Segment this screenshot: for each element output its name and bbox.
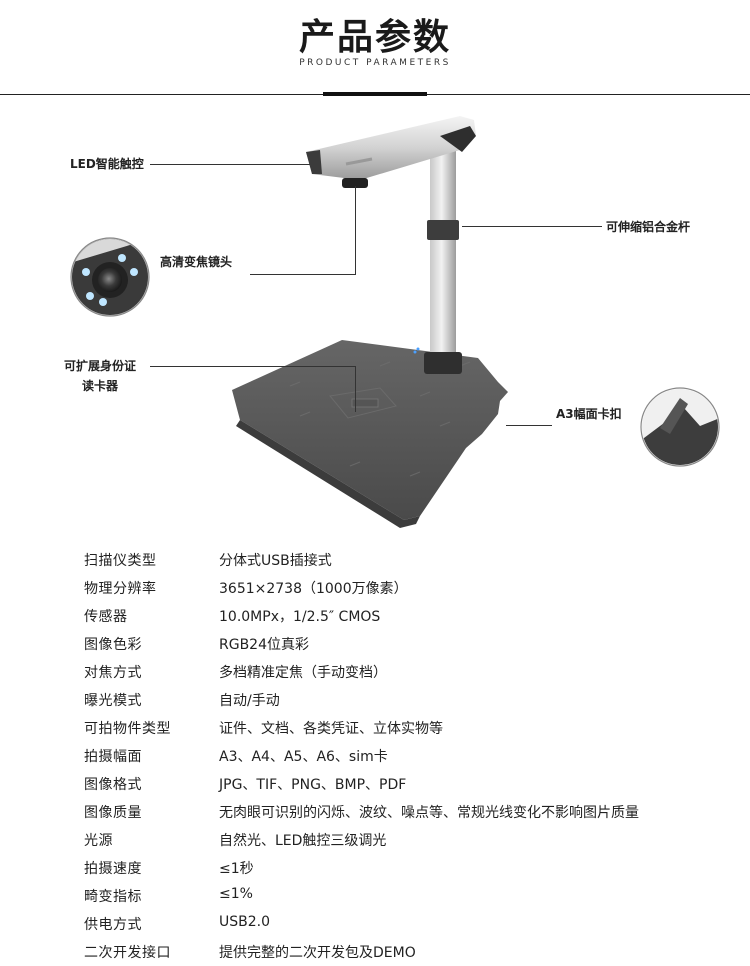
spec-value: A3、A4、A5、A6、sim卡 [219, 749, 388, 765]
callout-id-reader: 可扩展身份证 读卡器 [52, 356, 148, 396]
callout-line-idreader [150, 366, 356, 367]
spec-row: 曝光模式 自动/手动 [0, 686, 750, 714]
callout-line-lens-vertical [355, 186, 356, 275]
spec-value: USB2.0 [219, 914, 271, 930]
spec-row: 二次开发接口 提供完整的二次开发包及DEMO [0, 938, 750, 966]
callout-line-lens [250, 274, 356, 275]
spec-value: 无肉眼可识别的闪烁、波纹、噪点等、常规光线变化不影响图片质量 [219, 805, 639, 821]
spec-value: 自然光、LED触控三级调光 [219, 833, 387, 849]
product-illustration: LED智能触控 高清变焦镜头 可伸缩铝合金杆 可扩展身份证 读卡器 A3幅面卡扣 [0, 96, 750, 536]
spec-value: 3651×2738（1000万像素） [219, 581, 408, 597]
page-title: 产品参数 [298, 17, 451, 58]
callout-led-touch: LED智能触控 [70, 157, 144, 171]
spec-label: 曝光模式 [84, 693, 142, 709]
spec-value: 证件、文档、各类凭证、立体实物等 [219, 721, 443, 737]
spec-value: 分体式USB插接式 [219, 553, 332, 569]
spec-label: 图像格式 [84, 777, 142, 793]
spec-row: 拍摄幅面 A3、A4、A5、A6、sim卡 [0, 742, 750, 770]
spec-row: 畸变指标 ≤1% [0, 882, 750, 910]
spec-value: 10.0MPx，1/2.5″ CMOS [219, 609, 381, 625]
aluminum-pole [430, 144, 456, 370]
spec-label: 拍摄速度 [84, 861, 142, 877]
spec-value: 多档精准定焦（手动变档） [219, 665, 387, 681]
spec-row: 可拍物件类型 证件、文档、各类凭证、立体实物等 [0, 714, 750, 742]
spec-label: 二次开发接口 [84, 945, 171, 961]
spec-label: 传感器 [84, 609, 128, 625]
callout-id-reader-line1: 可扩展身份证 [63, 359, 136, 373]
callout-line-pole [462, 226, 602, 227]
spec-label: 拍摄幅面 [84, 749, 142, 765]
spec-label: 物理分辨率 [84, 581, 157, 597]
spec-label: 图像质量 [84, 805, 142, 821]
callout-line-idreader-vertical [355, 366, 356, 412]
spec-value: 自动/手动 [219, 693, 280, 709]
spec-value: JPG、TIF、PNG、BMP、PDF [219, 777, 407, 793]
callout-id-reader-line2: 读卡器 [81, 379, 118, 393]
spec-row: 物理分辨率 3651×2738（1000万像素） [0, 574, 750, 602]
document-camera-image [70, 116, 720, 528]
spec-value: 提供完整的二次开发包及DEMO [219, 945, 416, 961]
page-header: 产品参数 PRODUCT PARAMETERS [0, 0, 750, 96]
spec-row: 扫描仪类型 分体式USB插接式 [0, 546, 750, 574]
spec-label: 可拍物件类型 [84, 721, 171, 737]
spec-label: 图像色彩 [84, 637, 142, 653]
spec-row: 对焦方式 多档精准定焦（手动变档） [0, 658, 750, 686]
header-divider-accent [323, 92, 427, 96]
callout-hd-lens: 高清变焦镜头 [160, 255, 233, 269]
spec-value: ≤1% [219, 886, 253, 902]
spec-row: 拍摄速度 ≤1秒 [0, 854, 750, 882]
callout-a3-clip: A3幅面卡扣 [556, 407, 622, 421]
spec-row: 图像质量 无肉眼可识别的闪烁、波纹、噪点等、常规光线变化不影响图片质量 [0, 798, 750, 826]
spec-label: 对焦方式 [84, 665, 142, 681]
spec-row: 图像格式 JPG、TIF、PNG、BMP、PDF [0, 770, 750, 798]
page-subtitle: PRODUCT PARAMETERS [299, 58, 451, 68]
callout-telescopic-rod: 可伸缩铝合金杆 [606, 220, 691, 234]
spec-label: 光源 [84, 833, 113, 849]
spec-value: ≤1秒 [219, 861, 254, 877]
spec-row: 供电方式 USB2.0 [0, 910, 750, 938]
spec-label: 扫描仪类型 [84, 553, 157, 569]
spec-row: 光源 自然光、LED触控三级调光 [0, 826, 750, 854]
spec-value: RGB24位真彩 [219, 637, 309, 653]
spec-label: 畸变指标 [84, 889, 142, 905]
callout-line-a3 [506, 425, 552, 426]
callout-line-led [150, 164, 310, 165]
spec-row: 传感器 10.0MPx，1/2.5″ CMOS [0, 602, 750, 630]
spec-row: 图像色彩 RGB24位真彩 [0, 630, 750, 658]
scanner-base [232, 340, 508, 520]
spec-label: 供电方式 [84, 917, 142, 933]
